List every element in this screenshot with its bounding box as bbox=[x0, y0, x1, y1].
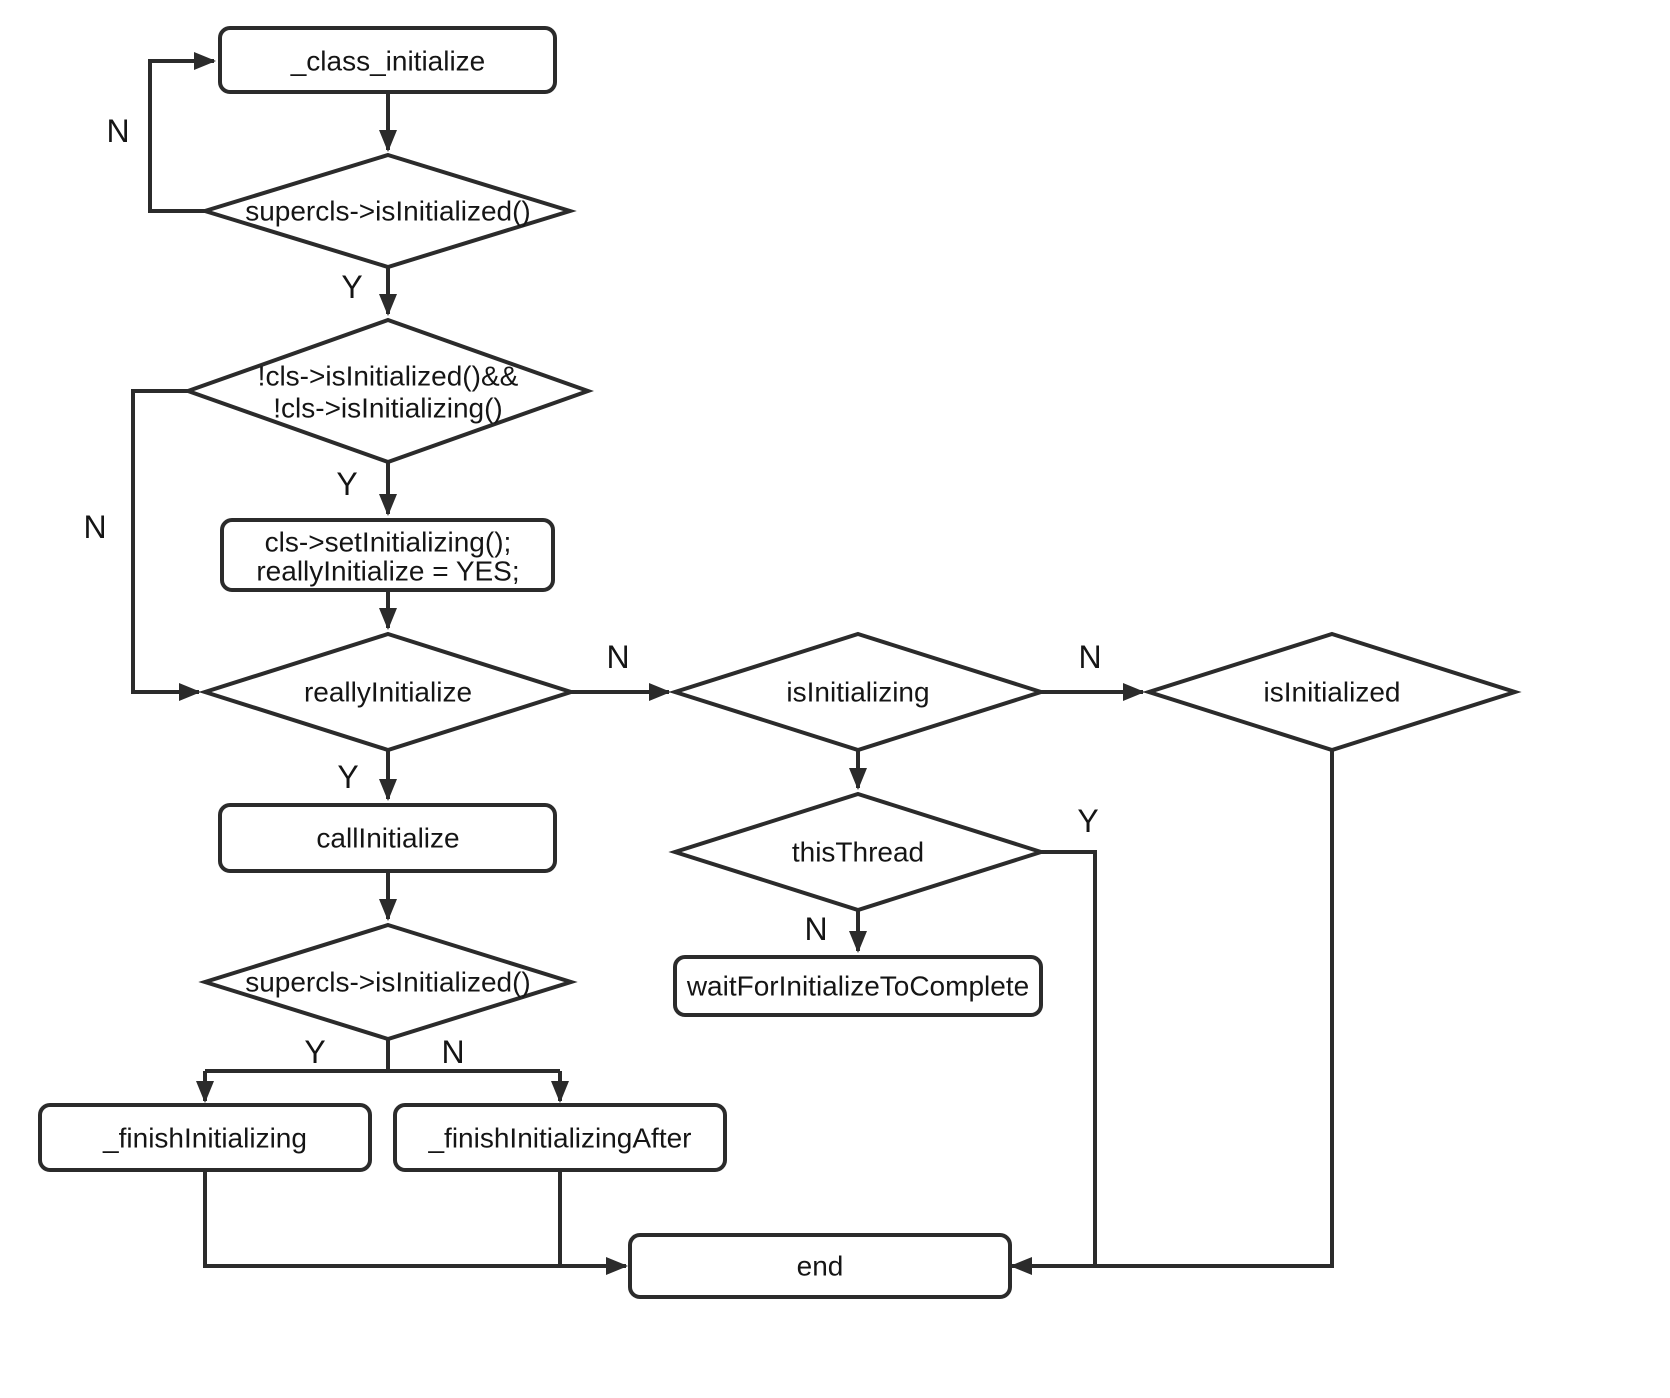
node-wait-for-initialize-to-complete-label: waitForInitializeToComplete bbox=[686, 971, 1029, 1002]
node-supercls-is-initialized-bottom bbox=[198, 922, 578, 1042]
node-really-initialize bbox=[198, 631, 578, 753]
node-is-initializing-label: isInitializing bbox=[786, 677, 929, 708]
edge-supercls-check-no-loop bbox=[148, 52, 216, 213]
edge-label-supercls-top-yes: Y bbox=[341, 269, 362, 305]
edge-label-really-initialize-no: N bbox=[606, 639, 629, 675]
node-supercls-is-initialized-top-label: supercls->isInitialized() bbox=[245, 196, 531, 227]
node-finish-initializing bbox=[38, 1103, 372, 1172]
node-finish-initializing-after-label: _finishInitializingAfter bbox=[427, 1123, 691, 1154]
edge-labels: N Y Y N N N Y Y N Y N bbox=[83, 113, 1101, 1070]
edges bbox=[131, 52, 1334, 1275]
node-really-initialize-label: reallyInitialize bbox=[304, 677, 472, 708]
edge-label-supercls-top-no: N bbox=[106, 113, 129, 149]
edge-label-this-thread-no: N bbox=[804, 911, 827, 947]
node-wait-for-initialize-to-complete bbox=[673, 955, 1043, 1017]
node-set-initializing-label-line2: reallyInitialize = YES; bbox=[256, 556, 519, 587]
node-set-initializing-label-line1: cls->setInitializing(); bbox=[265, 527, 512, 558]
node-class-initialize bbox=[218, 26, 557, 94]
node-end-label: end bbox=[797, 1251, 844, 1282]
node-supercls-is-initialized-bottom-label: supercls->isInitialized() bbox=[245, 967, 531, 998]
edge-label-really-initialize-yes: Y bbox=[337, 759, 358, 795]
nodes: _class_initialize supercls->isInitialize… bbox=[38, 26, 1522, 1299]
node-this-thread bbox=[668, 791, 1048, 913]
edge-label-supercls-bottom-no: N bbox=[441, 1034, 464, 1070]
edge-is-initialized-to-end bbox=[1010, 750, 1334, 1275]
edge-label-is-initializing-no: N bbox=[1078, 639, 1101, 675]
node-end bbox=[628, 1233, 1012, 1299]
node-call-initialize bbox=[218, 803, 557, 873]
node-supercls-is-initialized-top bbox=[198, 152, 577, 270]
node-finish-initializing-after bbox=[393, 1103, 727, 1172]
node-cls-check-label-line1: !cls->isInitialized()&& bbox=[258, 361, 519, 392]
edge-label-this-thread-yes: Y bbox=[1077, 803, 1098, 839]
edge-cls-check-no bbox=[131, 389, 201, 701]
node-is-initialized bbox=[1142, 631, 1522, 753]
node-set-initializing bbox=[220, 518, 555, 592]
node-cls-check bbox=[182, 317, 594, 465]
edge-this-thread-yes bbox=[1041, 850, 1097, 1266]
node-is-initialized-label: isInitialized bbox=[1264, 677, 1401, 708]
node-finish-initializing-label: _finishInitializing bbox=[102, 1123, 307, 1154]
node-this-thread-label: thisThread bbox=[792, 837, 924, 868]
node-class-initialize-label: _class_initialize bbox=[290, 46, 486, 77]
node-is-initializing bbox=[668, 631, 1048, 753]
node-cls-check-label-line2: !cls->isInitializing() bbox=[273, 393, 503, 424]
node-call-initialize-label: callInitialize bbox=[316, 823, 459, 854]
edge-label-cls-check-yes: Y bbox=[336, 466, 357, 502]
edge-label-cls-check-no: N bbox=[83, 509, 106, 545]
edge-finish-initializing-to-end bbox=[203, 1170, 628, 1275]
edge-label-supercls-bottom-yes: Y bbox=[304, 1034, 325, 1070]
